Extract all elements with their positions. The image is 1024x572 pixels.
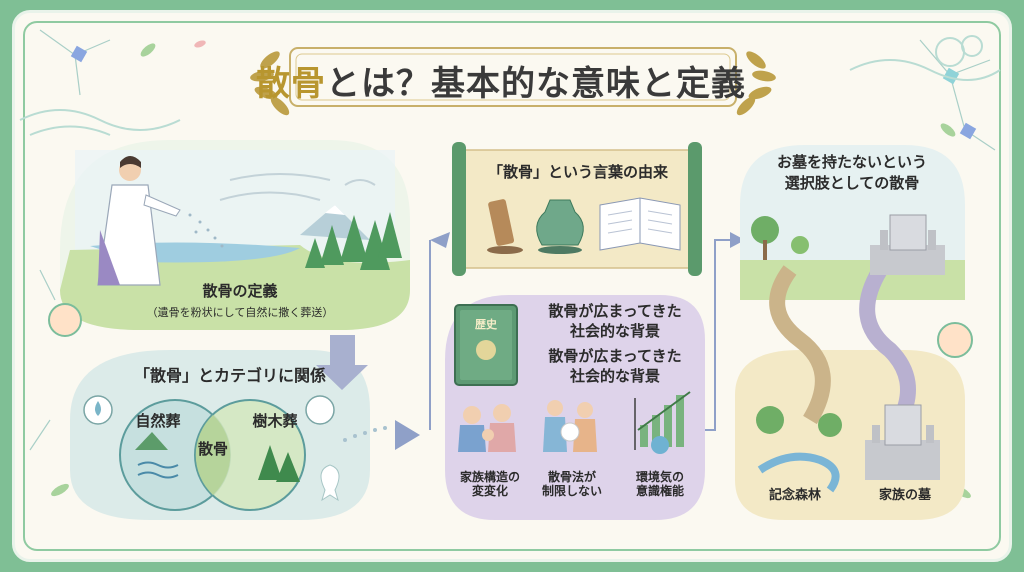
choice-heading-2: 選択肢としての散骨 [784, 174, 920, 192]
choice-heading-1: お墓を持たないという [776, 153, 927, 171]
face-icon-right [937, 322, 973, 358]
venn-label-center: 散骨 [197, 440, 228, 458]
person-scattering-icon [97, 156, 181, 286]
venn-label-left: 自然葬 [135, 412, 181, 430]
background-panel [445, 295, 705, 520]
title-accent: 散骨 [256, 64, 326, 104]
venn-label-right: 樹木葬 [252, 412, 298, 430]
title-banner: 散骨とは？基本的な意味と定義 [236, 40, 766, 114]
tree-icon-right [751, 216, 809, 260]
reason-law: 散骨法が制限しない [541, 470, 602, 499]
title-ornament [250, 47, 776, 116]
background-heading-1: 散骨が広まってきた [548, 302, 682, 320]
book-icon [599, 197, 681, 251]
history-book-icon [454, 304, 518, 386]
question-icon [305, 395, 335, 425]
dots-arrow [343, 426, 387, 442]
path-right [859, 265, 916, 424]
definition-detail: （遺骨を粉状にして自然に撒く葬送） [146, 306, 334, 319]
choice-panel [735, 145, 973, 520]
category-panel [70, 350, 370, 520]
urn-icon [536, 199, 584, 254]
origin-heading: 「散骨」という言葉の由来 [487, 163, 668, 181]
cube-icons [70, 45, 977, 140]
title-rest: とは？基本的な意味と定義 [326, 64, 746, 104]
label-memorial-forest: 記念森林 [768, 488, 821, 503]
family-grave-icon [865, 404, 940, 480]
growth-chart-icon [637, 391, 691, 454]
scattered-ash [188, 213, 224, 248]
family-icon [458, 404, 516, 452]
tree-group-icon [305, 212, 402, 270]
scroll-rod-right [688, 142, 702, 276]
forest-river-icon [756, 406, 842, 493]
laurel-left [250, 51, 290, 116]
history-book-label: 歴史 [475, 318, 497, 331]
laurel-right [736, 51, 776, 116]
origin-scroll [452, 142, 702, 276]
background-heading-3: 散骨が広まってきた [548, 347, 682, 365]
cloud-swirls [19, 35, 1001, 136]
label-family-grave: 家族の墓 [878, 488, 931, 503]
category-heading: 「散骨」とカテゴリに関係 [133, 366, 326, 385]
reason-family: 家族構造の変変化 [459, 470, 520, 499]
flow-arrows [316, 232, 745, 450]
grave-icon [870, 214, 945, 275]
path-left [769, 265, 831, 425]
spirit-icon [320, 464, 340, 502]
wooden-tablet-icon [487, 199, 523, 254]
background-heading-4: 社会的な背景 [569, 367, 660, 385]
definition-panel [48, 140, 410, 337]
definition-heading: 散骨の定義 [202, 282, 278, 300]
reason-environment: 環境気の意識権能 [635, 470, 684, 499]
face-icon-left [48, 303, 82, 337]
background-heading-2: 社会的な背景 [569, 322, 660, 340]
page-title: 散骨とは？基本的な意味と定義 [236, 56, 766, 105]
wind-lines [219, 173, 376, 201]
elder-care-icon [543, 400, 597, 452]
scroll-rod-left [452, 142, 466, 276]
